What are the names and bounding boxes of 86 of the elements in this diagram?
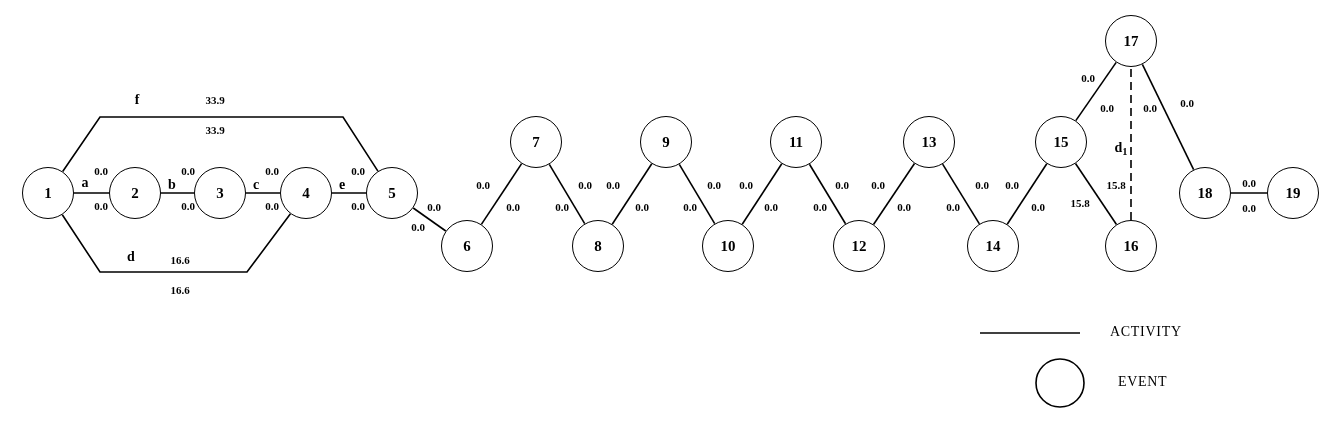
duration-value: 0.0 bbox=[835, 179, 849, 191]
activity-line bbox=[1230, 192, 1268, 194]
duration-value: 0.0 bbox=[683, 201, 697, 213]
duration-value: 16.6 bbox=[170, 254, 190, 266]
activity-line bbox=[808, 163, 847, 225]
edge-label: d bbox=[126, 250, 136, 264]
duration-value: 0.0 bbox=[813, 201, 827, 213]
duration-value: 0.0 bbox=[181, 200, 195, 212]
activity-line bbox=[73, 192, 110, 194]
duration-value: 0.0 bbox=[1242, 177, 1256, 189]
activity-line bbox=[1130, 66, 1132, 221]
activity-line bbox=[1141, 63, 1195, 171]
duration-value: 0.0 bbox=[707, 179, 721, 191]
activity-line bbox=[160, 192, 195, 194]
duration-value: 0.0 bbox=[265, 165, 279, 177]
duration-value: 0.0 bbox=[427, 201, 441, 213]
duration-value: 0.0 bbox=[1143, 102, 1157, 114]
duration-value: 0.0 bbox=[946, 201, 960, 213]
activity-line bbox=[412, 207, 447, 232]
duration-value: 0.0 bbox=[94, 165, 108, 177]
event-number: 6 bbox=[463, 236, 471, 256]
activity-line bbox=[611, 162, 653, 226]
activity-line bbox=[61, 213, 292, 273]
duration-value: 0.0 bbox=[578, 179, 592, 191]
event-number: 10 bbox=[720, 236, 736, 256]
event-number: 16 bbox=[1123, 236, 1139, 256]
duration-value: 0.0 bbox=[265, 200, 279, 212]
event-number: 19 bbox=[1285, 183, 1301, 203]
duration-value: 0.0 bbox=[351, 165, 365, 177]
event-number: 2 bbox=[131, 183, 139, 203]
duration-value: 0.0 bbox=[871, 179, 885, 191]
duration-value: 0.0 bbox=[506, 201, 520, 213]
activity-line bbox=[1006, 162, 1048, 226]
duration-value: 0.0 bbox=[1180, 97, 1194, 109]
activity-line bbox=[548, 163, 586, 225]
activity-line bbox=[941, 163, 981, 225]
duration-value: 0.0 bbox=[411, 221, 425, 233]
duration-value: 0.0 bbox=[94, 200, 108, 212]
event-number: 9 bbox=[662, 132, 670, 152]
event-number: 5 bbox=[388, 183, 396, 203]
duration-value: 0.0 bbox=[351, 200, 365, 212]
legend-text: EVENT bbox=[1118, 375, 1168, 389]
activity-line bbox=[61, 116, 379, 173]
event-number: 12 bbox=[851, 236, 867, 256]
duration-value: 0.0 bbox=[739, 179, 753, 191]
duration-value: 0.0 bbox=[1100, 102, 1114, 114]
event-number: 7 bbox=[532, 132, 540, 152]
activity-line bbox=[872, 162, 916, 226]
duration-value: 0.0 bbox=[181, 165, 195, 177]
event-number: 1 bbox=[44, 183, 52, 203]
event-number: 11 bbox=[788, 132, 804, 152]
duration-value: 0.0 bbox=[635, 201, 649, 213]
activity-line bbox=[1074, 162, 1118, 226]
duration-value: 33.9 bbox=[205, 124, 225, 136]
duration-value: 33.9 bbox=[205, 94, 225, 106]
edge-label: b bbox=[167, 178, 177, 192]
duration-value: 0.0 bbox=[1005, 179, 1019, 191]
duration-value: 0.0 bbox=[1081, 72, 1095, 84]
event-number: 14 bbox=[985, 236, 1001, 256]
edge-label: f bbox=[133, 93, 141, 107]
event-number: 8 bbox=[594, 236, 602, 256]
event-number: 4 bbox=[302, 183, 310, 203]
duration-value: 0.0 bbox=[476, 179, 490, 191]
duration-value: 0.0 bbox=[555, 201, 569, 213]
activity-line bbox=[245, 192, 281, 194]
event-number: 3 bbox=[216, 183, 224, 203]
edge-label: d$_{1}$ bbox=[1113, 141, 1129, 155]
event-number: 13 bbox=[921, 132, 937, 152]
activity-line bbox=[741, 162, 783, 226]
event-number: 17 bbox=[1123, 31, 1139, 51]
activity-line bbox=[480, 162, 523, 226]
duration-value: 0.0 bbox=[975, 179, 989, 191]
activity-line bbox=[678, 163, 716, 225]
duration-value: 15.8 bbox=[1106, 179, 1126, 191]
duration-value: 0.0 bbox=[606, 179, 620, 191]
event-number: 18 bbox=[1197, 183, 1213, 203]
activity-line bbox=[331, 192, 367, 194]
duration-value: 0.0 bbox=[764, 201, 778, 213]
activity-line bbox=[1075, 61, 1117, 122]
duration-value: 15.8 bbox=[1070, 197, 1090, 209]
duration-value: 0.0 bbox=[1242, 202, 1256, 214]
legend-text: ACTIVITY bbox=[1110, 325, 1182, 339]
duration-value: 0.0 bbox=[897, 201, 911, 213]
duration-value: 0.0 bbox=[1031, 201, 1045, 213]
duration-value: 16.6 bbox=[170, 284, 190, 296]
event-number: 15 bbox=[1053, 132, 1069, 152]
